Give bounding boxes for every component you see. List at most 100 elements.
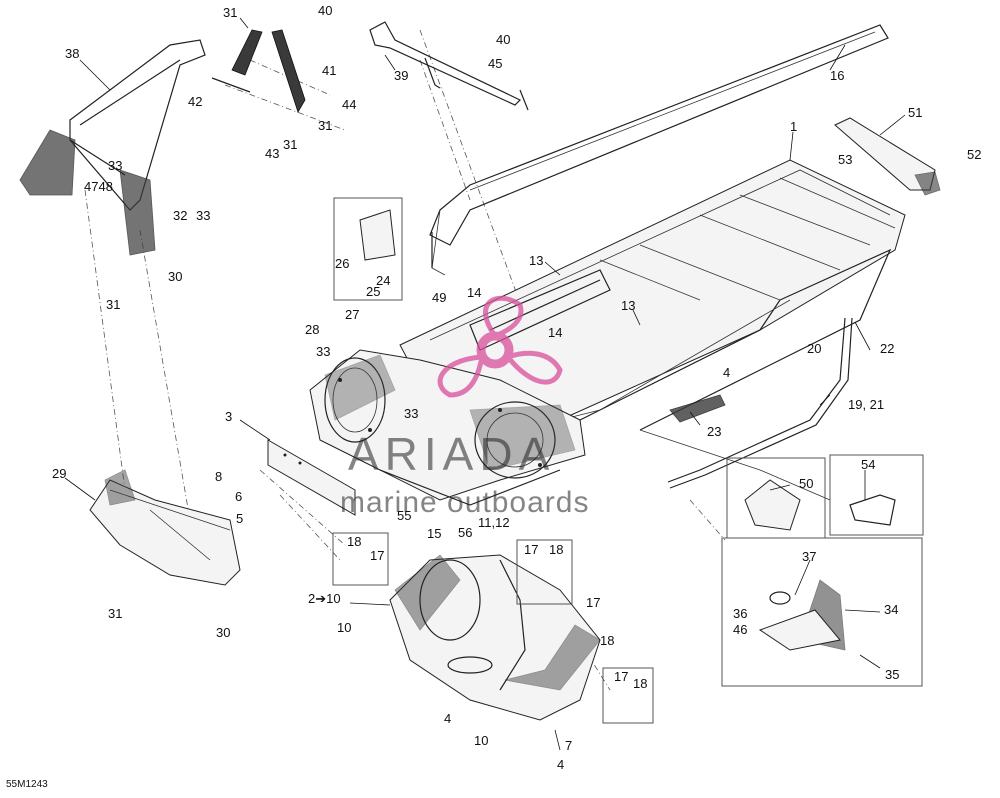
callout: 56 (458, 525, 472, 540)
rear-bumper-51 (834, 117, 941, 196)
callout: 29 (52, 466, 66, 481)
callout: 8 (215, 469, 222, 484)
callout: 11,12 (478, 515, 510, 530)
callout: 10 (337, 620, 351, 635)
callout: 18 (600, 633, 614, 648)
front-bulkhead (309, 349, 586, 506)
watermark-tagline: marine outboards (340, 486, 589, 519)
callout: 18 (633, 676, 647, 691)
callout: 33 (108, 158, 122, 173)
callout: 51 (908, 105, 922, 120)
leader-lines (64, 17, 906, 751)
callout: 45 (488, 56, 502, 71)
callout: 53 (838, 152, 852, 167)
callout: 3 (225, 409, 232, 424)
callout: 23 (707, 424, 721, 439)
detail-boxes (332, 197, 924, 724)
callout: 32 (173, 208, 187, 223)
detail-box-17-18-b (516, 539, 573, 605)
callout: 31 (318, 118, 332, 133)
callout: 33 (196, 208, 210, 223)
callout: 27 (345, 307, 359, 322)
callout: 17 (586, 595, 600, 610)
callout: 4 (444, 711, 451, 726)
callout: 24 (376, 273, 390, 288)
detail-box-17-18-a (332, 532, 389, 586)
callout: 31 (106, 297, 120, 312)
callout: 38 (65, 46, 79, 61)
callout: 52 (967, 147, 981, 162)
watermark-brand: ARIADA (348, 428, 555, 480)
callout: 22 (880, 341, 894, 356)
steering-support-38 (19, 39, 206, 256)
callout: 14 (467, 285, 481, 300)
footrest-23 (669, 394, 726, 423)
callout: 17 (614, 669, 628, 684)
callout: 4748 (84, 179, 113, 194)
tunnel-cover-16 (429, 24, 889, 276)
callout: 43 (265, 146, 279, 161)
callout: 30 (216, 625, 230, 640)
brace-41 (211, 29, 306, 113)
callout: 28 (305, 322, 319, 337)
callout: 37 (802, 549, 816, 564)
callout: 31 (223, 5, 237, 20)
callout: 16 (830, 68, 844, 83)
callout: 14 (548, 325, 562, 340)
detail-box-34-37 (721, 537, 923, 687)
detail-box-24-26 (333, 197, 403, 301)
callout-labels: 31 40 38 40 45 39 16 41 42 44 31 43 31 3… (52, 3, 981, 772)
detail-box-54 (829, 454, 924, 536)
callout: 36 (733, 606, 747, 621)
callout: 33 (404, 406, 418, 421)
callout: 17 (524, 542, 538, 557)
callout: 4 (723, 365, 730, 380)
callout: 13 (621, 298, 635, 313)
callout: 25 (366, 284, 380, 299)
lower-frame-2 (389, 554, 601, 721)
callout: 1 (790, 119, 797, 134)
callout: 18 (347, 534, 361, 549)
callout: 20 (807, 341, 821, 356)
callout: 19, 21 (848, 397, 884, 412)
callout: 39 (394, 68, 408, 83)
callout: 30 (168, 269, 182, 284)
callout: 33 (316, 344, 330, 359)
side-plate-3 (267, 439, 356, 516)
callout: 54 (861, 457, 875, 472)
detail-box-17-18-c (602, 667, 654, 724)
cooler-line-19-21 (639, 317, 853, 501)
callout: 42 (188, 94, 202, 109)
skid-plate-29 (89, 469, 241, 586)
callout: 34 (884, 602, 898, 617)
steering-column-39 (369, 21, 529, 111)
watermark-propeller-logo (437, 295, 563, 398)
callout: 46 (733, 622, 747, 637)
callout: 17 (370, 548, 384, 563)
callout: 44 (342, 97, 356, 112)
callout: 35 (885, 667, 899, 682)
watermark: ARIADA marine outboards (340, 295, 589, 519)
callout: 10 (474, 733, 488, 748)
callout: 13 (529, 253, 543, 268)
callout: 40 (496, 32, 510, 47)
tunnel-frame-1 (399, 159, 906, 446)
callout: 49 (432, 290, 446, 305)
callout: 7 (565, 738, 572, 753)
callout: 4 (557, 757, 564, 772)
callout: 18 (549, 542, 563, 557)
callout: 6 (235, 489, 242, 504)
callout: 31 (108, 606, 122, 621)
callout: 5 (236, 511, 243, 526)
callout: 41 (322, 63, 336, 78)
callout: 40 (318, 3, 332, 18)
callout: 55 (397, 508, 411, 523)
callout: 26 (335, 256, 349, 271)
callout: 15 (427, 526, 441, 541)
diagram-code: 55M1243 (6, 779, 48, 790)
callout: 50 (799, 476, 813, 491)
callout: 2➔10 (308, 591, 341, 606)
callout: 31 (283, 137, 297, 152)
